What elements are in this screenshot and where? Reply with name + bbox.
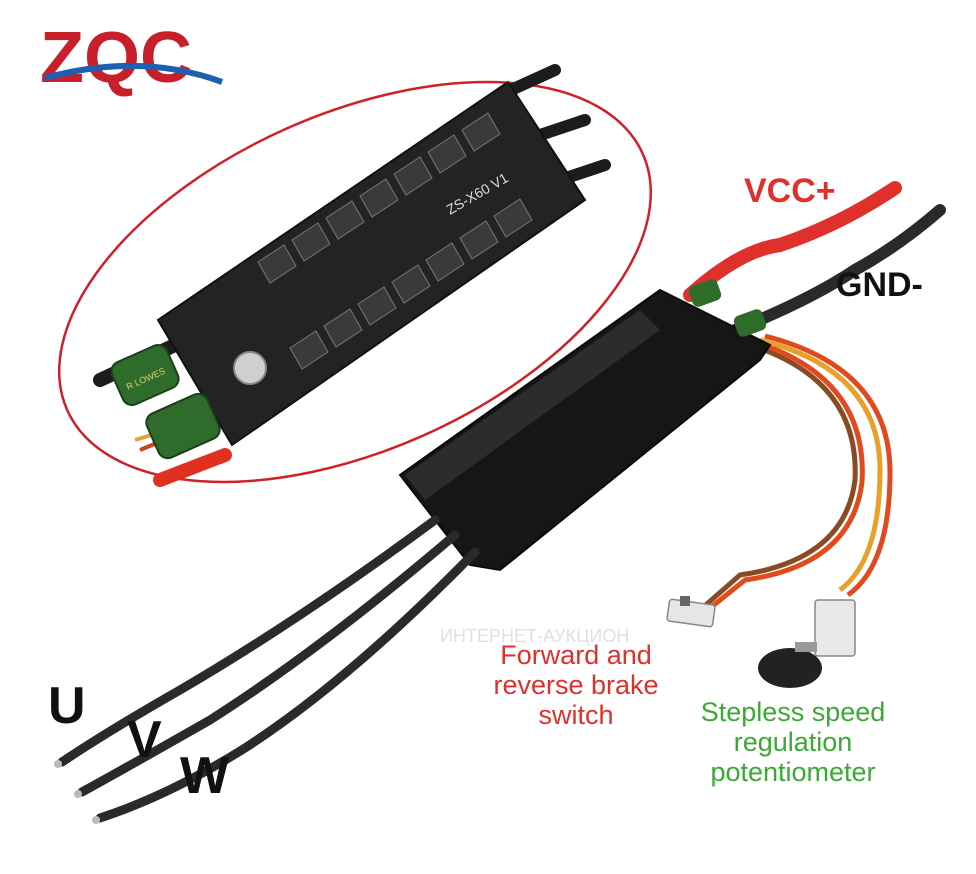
phase-wire-tips: [54, 760, 100, 824]
logo-swoosh: [44, 62, 224, 85]
switch-cable-brown: [698, 342, 858, 612]
potentiometer-caption-line-1: Stepless speed: [700, 697, 886, 727]
board-capacitor-2: [145, 392, 221, 460]
phase-wire-u: [57, 515, 440, 767]
pot-cable-orange: [759, 337, 883, 592]
gnd-label: GND-: [836, 266, 923, 304]
pot-cable-red: [764, 333, 893, 598]
board-capacitor-1: [110, 343, 180, 407]
esc-body: [398, 279, 772, 572]
board-power-wire: [153, 448, 232, 487]
highlight-ellipse: [57, 80, 653, 484]
potentiometer-caption: Stepless speed regulation potentiometer: [688, 697, 898, 788]
potentiometer-caption-line-2: regulation: [733, 727, 853, 758]
esc-heatshrink: [398, 288, 772, 572]
phase-label-u: U: [48, 677, 86, 735]
esc-capacitor-2: [733, 309, 767, 337]
watermark-text: ИНТЕРНЕТ-АУКЦИОН: [440, 626, 629, 646]
switch-cable-red: [703, 339, 865, 614]
brake-switch: [666, 596, 716, 628]
logo-text: ZQC: [40, 18, 192, 98]
pot-knob: [758, 648, 822, 688]
esc-highlight: [405, 310, 660, 500]
switch-toggle: [680, 596, 690, 606]
speed-potentiometer: [758, 599, 856, 688]
board-capacitors: R LOWES: [110, 343, 221, 460]
mosfet-row-lower: [289, 198, 533, 370]
brake-switch-caption-line-1: Forward and: [500, 640, 652, 670]
pot-shaft: [795, 642, 817, 652]
gnd-wire: [729, 204, 946, 336]
pot-housing: [814, 599, 856, 657]
phase-label-v: V: [127, 711, 162, 769]
potentiometer-caption-line-3: potentiometer: [710, 757, 876, 788]
phase-wire-w: [95, 547, 480, 823]
brand-logo: ZQC: [40, 18, 224, 98]
pcb-board: ZS-X60 V1 R LOWES: [93, 64, 611, 487]
vcc-wire: [683, 181, 902, 302]
switch-housing: [666, 598, 716, 628]
brake-switch-caption-line-3: switch: [538, 700, 614, 731]
phase-wire-v: [77, 530, 460, 797]
brake-switch-caption: Forward and reverse brake switch: [476, 640, 676, 731]
vcc-label: VCC+: [744, 172, 836, 210]
phase-label-w: W: [180, 747, 230, 805]
mosfet-row-upper: [257, 112, 501, 284]
brake-switch-caption-line-2: reverse brake: [493, 670, 659, 701]
board-inductor: [233, 351, 267, 385]
esc-capacitor-1: [688, 279, 722, 307]
